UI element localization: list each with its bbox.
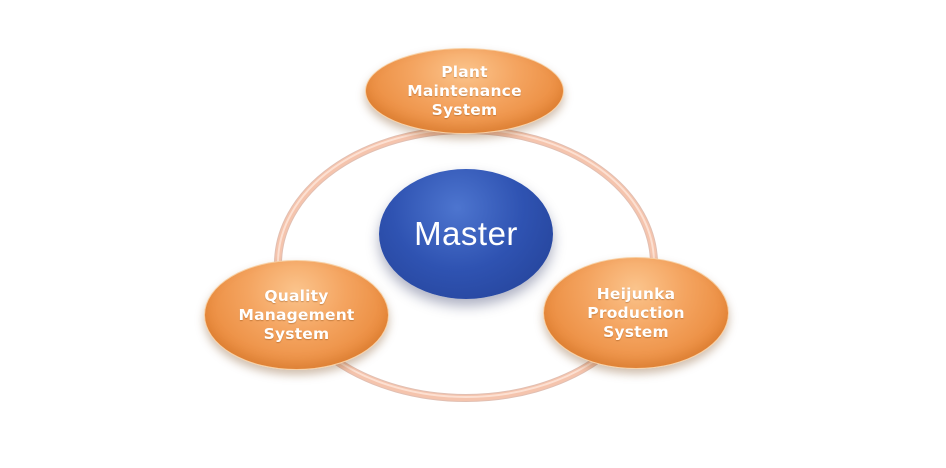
node-quality-management-system: Quality Management System bbox=[204, 260, 389, 370]
node-master: Master bbox=[379, 169, 553, 299]
node-label: Heijunka Production System bbox=[587, 284, 685, 341]
node-plant-maintenance-system: Plant Maintenance System bbox=[365, 48, 564, 134]
node-label: Plant Maintenance System bbox=[407, 62, 522, 119]
node-heijunka-production-system: Heijunka Production System bbox=[543, 257, 729, 369]
center-label: Master bbox=[414, 215, 518, 252]
node-label: Quality Management System bbox=[238, 286, 355, 343]
